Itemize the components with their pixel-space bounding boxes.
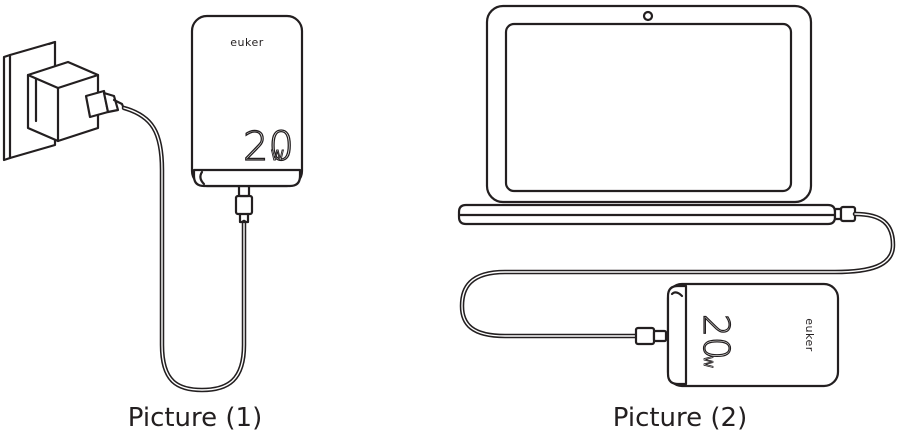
power-bank-icon: euker 20 W bbox=[190, 14, 304, 188]
wall-charger-icon bbox=[26, 60, 100, 143]
wattage-number: 20 bbox=[243, 124, 294, 170]
wattage-unit-rotated: W bbox=[701, 356, 715, 368]
caption-picture-2: Picture (2) bbox=[612, 403, 748, 433]
power-bank-lying-icon: euker 20 W bbox=[666, 282, 840, 388]
scene-wall-charging: euker 20 W bbox=[2, 14, 304, 393]
usb-a-plug-icon bbox=[84, 89, 126, 119]
laptop-icon bbox=[457, 4, 837, 226]
wattage-unit: W bbox=[271, 149, 284, 164]
caption-picture-1: Picture (1) bbox=[127, 403, 263, 433]
scene-laptop-charging: euker 20 W bbox=[457, 4, 896, 388]
brand-logo: euker bbox=[230, 36, 264, 49]
brand-logo-rotated: euker bbox=[803, 318, 816, 352]
wall-socket-icon bbox=[2, 40, 57, 162]
bank-usb-c-plug-icon bbox=[634, 326, 668, 346]
laptop-usb-c-plug-icon bbox=[833, 205, 857, 223]
wattage-number-rotated: 20 bbox=[695, 314, 736, 360]
usb-c-plug-icon bbox=[234, 183, 254, 224]
